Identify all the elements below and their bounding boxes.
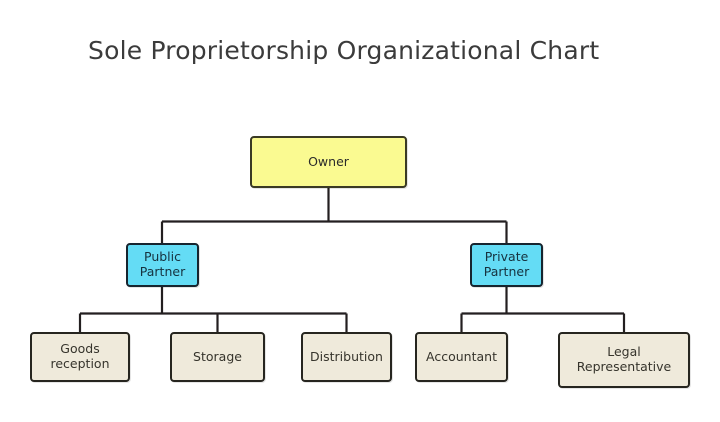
node-storage-label: Storage	[193, 348, 242, 364]
node-goods-reception[interactable]: Goods reception	[30, 332, 130, 382]
node-legal-representative-label: Legal Representative	[576, 344, 672, 374]
node-distribution-label: Distribution	[310, 348, 383, 364]
node-goods-reception-label: Goods reception	[50, 341, 110, 371]
node-accountant[interactable]: Accountant	[415, 332, 508, 382]
node-owner[interactable]: Owner	[250, 136, 407, 188]
node-private-partner-label: Private Partner	[483, 249, 530, 279]
node-storage[interactable]: Storage	[170, 332, 265, 382]
node-owner-label: Owner	[308, 153, 349, 169]
node-legal-representative[interactable]: Legal Representative	[558, 332, 690, 388]
node-private-partner[interactable]: Private Partner	[470, 243, 543, 287]
node-distribution[interactable]: Distribution	[301, 332, 392, 382]
node-public-partner[interactable]: Public Partner	[126, 243, 199, 287]
node-public-partner-label: Public Partner	[139, 249, 186, 279]
chart-title: Sole Proprietorship Organizational Chart	[88, 36, 600, 65]
node-accountant-label: Accountant	[426, 348, 497, 364]
